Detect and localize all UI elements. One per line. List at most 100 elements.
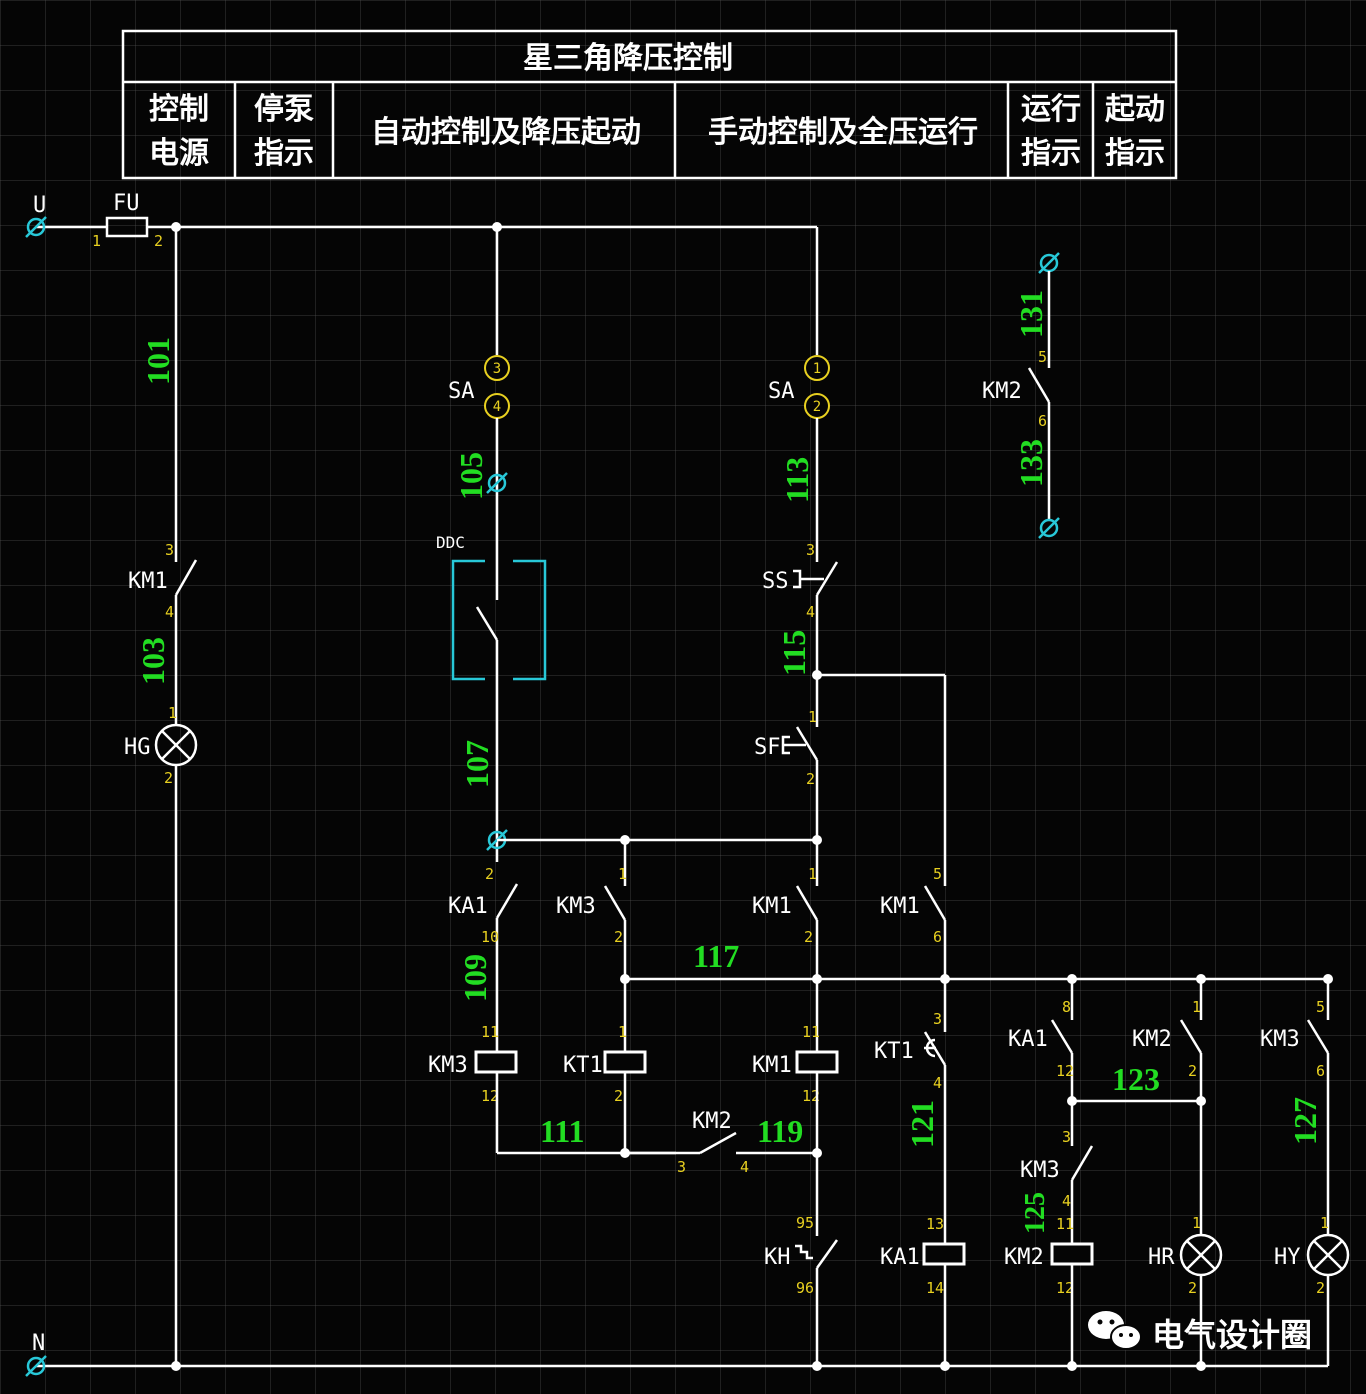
km3-no-pin-1: 1 [618, 865, 627, 883]
contact-ka1-label: KA1 [448, 894, 488, 919]
contact-km1-hold-label: KM1 [880, 894, 920, 919]
contact-km1-label: KM1 [128, 569, 168, 594]
header-col-6-line1: 起动 [1105, 92, 1165, 127]
coil-km3-label: KM3 [428, 1053, 468, 1078]
km3-coil-pin-11: 11 [481, 1023, 499, 1041]
contact-km3-no-run-label: KM3 [1260, 1027, 1300, 1052]
hy-pin-1: 1 [1320, 1214, 1329, 1232]
branch-manual: 1 2 SA 113 SS 3 4 115 SF 1 2 KM1 1 2 KM1… [752, 227, 839, 1366]
coil-km1-label: KM1 [752, 1053, 792, 1078]
hr-pin-1: 1 [1192, 1214, 1201, 1232]
lamp-hg-label: HG [124, 735, 151, 760]
ka1-nc-pin-2: 2 [485, 865, 494, 883]
km3-coil-pin-12: 12 [481, 1087, 499, 1105]
header-table: 星三角降压控制 控制 电源 停泵 指示 自动控制及降压起动 手动控制及全压运行 … [121, 29, 1178, 180]
wechat-icon [1088, 1311, 1142, 1350]
wire-119: 119 [757, 1113, 803, 1149]
header-col-4: 手动控制及全压运行 [708, 115, 978, 150]
kt1-coil-pin-2: 2 [614, 1087, 623, 1105]
wire-131: 131 [1013, 290, 1049, 338]
kt1-no-pin-4: 4 [933, 1074, 942, 1092]
ka1-coil-pin-13: 13 [926, 1215, 944, 1233]
sa-pin-2: 2 [813, 399, 821, 415]
km2-coil-pin-11: 11 [1056, 1215, 1074, 1233]
km1-coil-pin-12: 12 [802, 1087, 820, 1105]
branch-hy: KM3 5 6 127 HY 1 2 [1260, 979, 1350, 1366]
bus-117: 117 KM1 5 6 [625, 673, 1328, 1032]
watermark: 电气设计圈 [1088, 1311, 1312, 1354]
branch-auto: 3 4 SA 105 DDC 107 KA1 2 10 109 KM3 11 1… [428, 227, 676, 1155]
header-col-5-line2: 指示 [1021, 136, 1081, 171]
wire-113: 113 [779, 457, 815, 503]
wire-105: 105 [453, 452, 489, 500]
wire-111: 111 [540, 1113, 584, 1149]
fuse-pin-1: 1 [92, 232, 101, 250]
km3-no-pin-6: 6 [1316, 1062, 1325, 1080]
wire-101: 101 [140, 337, 176, 385]
branch-hr: KM2 1 2 HR 1 2 [1132, 979, 1223, 1366]
fuse-label: FU [113, 191, 140, 216]
branch-kt1: KM3 1 2 KT1 1 2 KM2 3 4 119 [497, 838, 817, 1176]
km2-no-pin-1: 1 [1192, 998, 1201, 1016]
header-title: 星三角降压控制 [523, 41, 733, 76]
terminal-n-icon [25, 1355, 47, 1377]
contact-km2-no-label: KM2 [1132, 1027, 1172, 1052]
ka1-no-pin-8: 8 [1062, 998, 1071, 1016]
km2-coil-pin-12: 12 [1056, 1279, 1074, 1297]
sa-pin-3-icon [484, 355, 510, 381]
km1-no-pin-2: 2 [804, 928, 813, 946]
branch-ka1: KT1 3 4 121 KA1 13 14 [874, 1010, 966, 1366]
wire-133: 133 [1013, 439, 1049, 487]
button-sf-label: SF [754, 735, 781, 760]
contact-km1-no-label: KM1 [752, 894, 792, 919]
coil-ka1-label: KA1 [880, 1245, 920, 1270]
coil-kt1-label: KT1 [563, 1053, 603, 1078]
km1-nc-pin-3: 3 [165, 541, 174, 559]
contact-km3-label: KM3 [556, 894, 596, 919]
km2-no-pin-2: 2 [1188, 1062, 1197, 1080]
kt1-coil-pin-1: 1 [618, 1023, 627, 1041]
header-col-6-line2: 指示 [1105, 136, 1165, 171]
kh-pin-96: 96 [796, 1279, 814, 1297]
hg-pin-2: 2 [164, 769, 173, 787]
button-ss-label: SS [762, 569, 789, 594]
coil-km1-icon [795, 1050, 839, 1074]
contact-ka1-no-label: KA1 [1008, 1027, 1048, 1052]
wire-117: 117 [693, 938, 739, 974]
header-col-2-line1: 停泵 [254, 92, 314, 127]
power-rails: U N FU 1 2 [25, 191, 1328, 1377]
km1-coil-pin-11: 11 [802, 1023, 820, 1041]
ddc-label: DDC [436, 533, 465, 552]
coil-ka1-icon [922, 1242, 966, 1266]
kh-pin-95: 95 [796, 1214, 814, 1232]
sf-pin-2: 2 [806, 770, 815, 788]
km2-feedback-pin-6: 6 [1038, 412, 1047, 430]
sa-pin-3: 3 [493, 361, 501, 377]
terminal-133-icon [1039, 518, 1059, 538]
watermark-text: 电气设计圈 [1152, 1316, 1312, 1354]
terminal-n-label: N [32, 1331, 45, 1356]
header-col-2-line2: 指示 [254, 136, 314, 171]
lamp-hr-label: HR [1148, 1245, 1175, 1270]
km1-no-pin-6: 6 [933, 928, 942, 946]
fuse-icon [105, 216, 149, 238]
coil-kt1-icon [603, 1050, 647, 1074]
contact-km3-nc-label: KM3 [1020, 1158, 1060, 1183]
branch-km2: KA1 8 12 123 KM3 3 4 125 KM2 11 12 [1004, 979, 1201, 1366]
km1-no-pin-1: 1 [808, 865, 817, 883]
km3-nc-pin-3: 3 [1062, 1128, 1071, 1146]
wire-115: 115 [776, 630, 812, 676]
wire-125: 125 [1020, 1192, 1051, 1234]
terminal-u-icon [25, 216, 47, 238]
kt1-no-pin-3: 3 [933, 1010, 942, 1028]
wire-103: 103 [135, 637, 171, 685]
wire-107: 107 [459, 740, 495, 788]
wire-127: 127 [1287, 1097, 1323, 1145]
km2-feedback-pin-5: 5 [1038, 348, 1047, 366]
fuse-pin-2: 2 [154, 232, 163, 250]
ddc-box [451, 559, 547, 681]
km3-no-pin-5: 5 [1316, 998, 1325, 1016]
lamp-hy-label: HY [1274, 1245, 1301, 1270]
